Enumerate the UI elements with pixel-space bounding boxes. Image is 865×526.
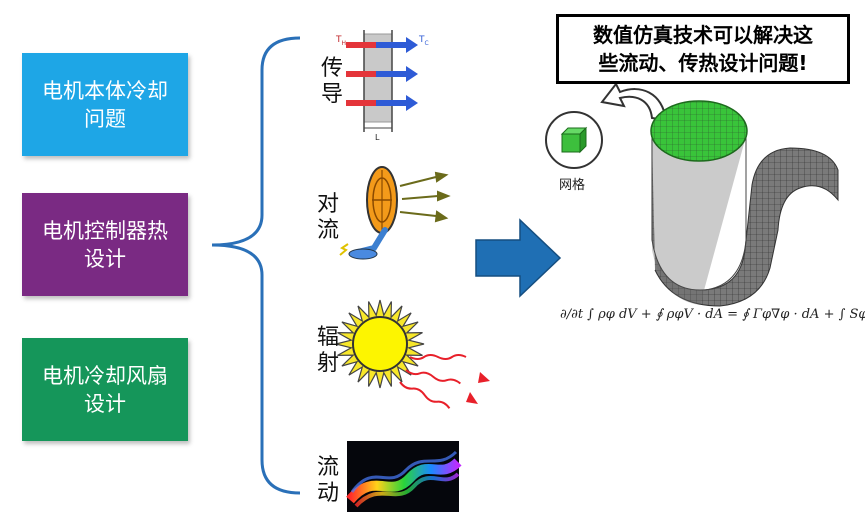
conduction-icon: TH TC L xyxy=(335,30,429,142)
mesh-label: 网格 xyxy=(559,178,586,193)
length-label: L xyxy=(375,133,380,142)
sun-icon xyxy=(335,299,490,409)
label-radiation: 辐 射 xyxy=(316,325,339,376)
fan-icon xyxy=(339,166,451,260)
th-label: TH xyxy=(335,35,346,47)
callout-box: 数值仿真技术可以解决这 些流动、传热设计问题! xyxy=(556,14,850,84)
tc-label: TC xyxy=(418,35,429,47)
label-flow: 流 动 xyxy=(316,455,339,506)
curved-pointer-arrow xyxy=(600,82,668,122)
big-right-arrow xyxy=(475,218,562,298)
box-fan-design: 电机冷却风扇 设计 xyxy=(22,338,188,441)
curly-brace xyxy=(211,36,301,495)
box-controller-thermal: 电机控制器热 设计 xyxy=(22,193,188,296)
mesh-cube-icon xyxy=(545,111,603,169)
mesh-tube xyxy=(650,100,839,307)
box-motor-cooling: 电机本体冷却 问题 xyxy=(22,53,188,156)
governing-equation: ∂/∂t ∫ ρφ dV + ∮ ρφV · dA = ∮ Γφ∇φ · dA … xyxy=(560,307,865,322)
label-convection: 对 流 xyxy=(316,192,339,243)
label-conduction: 传 导 xyxy=(320,56,343,107)
flow-image xyxy=(346,441,462,512)
